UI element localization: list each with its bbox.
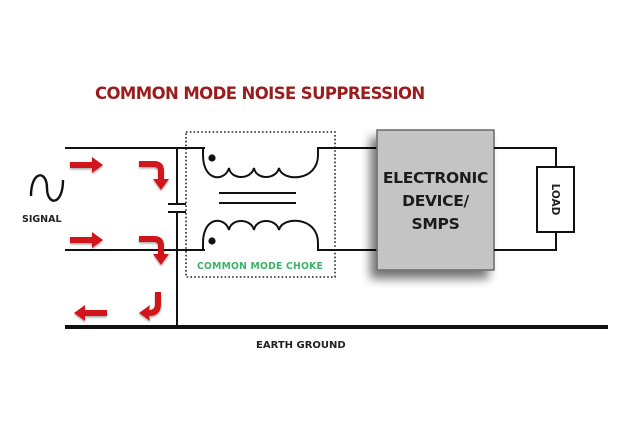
load-label: LOAD [549, 184, 561, 216]
y-capacitor [168, 148, 186, 327]
polarity-dot-bottom [208, 237, 216, 245]
polarity-dot-top [208, 154, 216, 162]
earth-ground-label: EARTH GROUND [256, 340, 346, 351]
sine-wave-icon [29, 174, 65, 202]
arrow-bend-left-icon [139, 292, 161, 321]
arrow-right-icon [70, 232, 103, 248]
arrow-right-icon [70, 157, 103, 173]
device-label-line3: SMPS [412, 215, 460, 233]
arrow-left-icon [74, 305, 107, 321]
arrow-bend-down-icon [139, 236, 169, 265]
diagram-title: COMMON MODE NOISE SUPPRESSION [95, 84, 425, 103]
noise-arrows [70, 157, 169, 321]
common-mode-choke [200, 147, 333, 251]
electronic-device-box [376, 129, 495, 271]
device-label-line1: ELECTRONIC [383, 169, 488, 187]
wire-to-load-top [494, 147, 557, 167]
arrow-bend-down-icon [139, 161, 169, 190]
choke-dotted-boundary [185, 131, 336, 278]
device-label-line2: DEVICE/ [402, 192, 469, 210]
load-box [536, 166, 575, 233]
choke-label: COMMON MODE CHOKE [197, 261, 323, 272]
wire-to-load-bottom [494, 232, 557, 251]
signal-label: SIGNAL [22, 214, 62, 225]
